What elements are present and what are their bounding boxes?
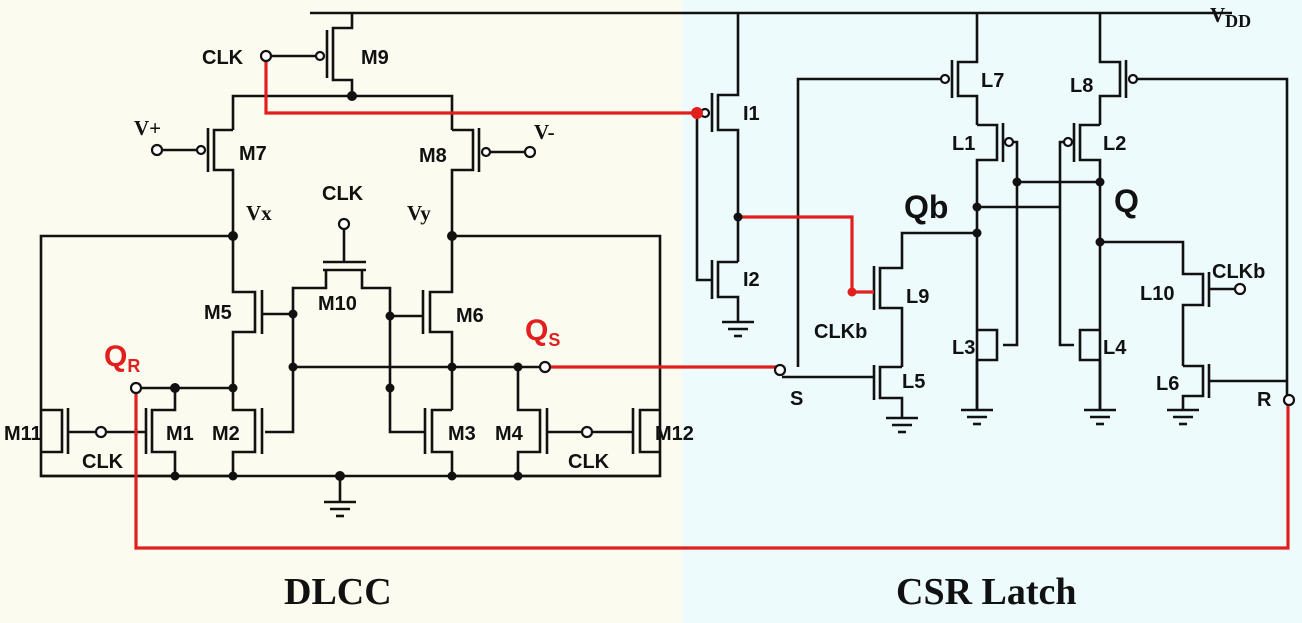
latch-wires xyxy=(695,13,1289,434)
vdd-label: V xyxy=(1210,3,1225,27)
l5-label: L5 xyxy=(902,371,925,393)
l1-label: L1 xyxy=(952,133,975,155)
m2-label: M2 xyxy=(212,423,240,445)
junction-dots xyxy=(170,91,1105,481)
l9-label: L9 xyxy=(906,286,929,308)
r-label: R xyxy=(1257,389,1272,411)
l6-label: L6 xyxy=(1156,373,1179,395)
vdd-subscript: DD xyxy=(1225,11,1251,31)
m6-label: M6 xyxy=(456,305,484,327)
clk-left-label: CLK xyxy=(82,451,124,473)
clk-top-label: CLK xyxy=(202,47,244,69)
red-connections xyxy=(134,56,1290,550)
terminals xyxy=(94,49,1296,439)
labels: VDD CLK M9 V+ M7 M8 V- Vx Vy CLK M5 M6 M… xyxy=(4,3,1272,613)
vx-label: Vx xyxy=(246,201,272,225)
dlcc-wires xyxy=(39,11,1232,518)
qb-label: Qb xyxy=(904,189,948,225)
m10-label: M10 xyxy=(318,293,357,315)
svg-text:VDD: VDD xyxy=(1210,3,1251,31)
m7-label: M7 xyxy=(239,143,267,165)
i1-label: I1 xyxy=(743,103,760,125)
svg-text:QR: QR xyxy=(104,340,140,376)
l10-label: L10 xyxy=(1140,283,1174,305)
v-minus-label: V- xyxy=(534,120,555,144)
q-label: Q xyxy=(1114,183,1139,219)
clk-mid-label: CLK xyxy=(322,183,364,205)
m4-label: M4 xyxy=(495,423,524,445)
dlcc-background xyxy=(0,0,682,623)
m12-label: M12 xyxy=(655,423,694,445)
qr-subscript: R xyxy=(127,356,140,376)
m8-label: M8 xyxy=(419,145,447,167)
dlcc-title: DLCC xyxy=(284,571,392,613)
latch-background xyxy=(682,0,1302,623)
i2-label: I2 xyxy=(743,269,760,291)
clkb-left-label: CLKb xyxy=(814,321,867,343)
qs-label: Q xyxy=(525,314,548,347)
m1-label: M1 xyxy=(166,423,194,445)
s-label: S xyxy=(790,388,803,410)
clkb-right-label: CLKb xyxy=(1212,261,1265,283)
l7-label: L7 xyxy=(981,70,1004,92)
svg-text:QS: QS xyxy=(525,314,560,350)
l3-label: L3 xyxy=(952,337,975,359)
csr-latch-title: CSR Latch xyxy=(896,571,1077,613)
v-plus-label: V+ xyxy=(134,116,161,140)
clk-right-label: CLK xyxy=(568,451,610,473)
m3-label: M3 xyxy=(448,423,476,445)
l4-label: L4 xyxy=(1103,337,1127,359)
vy-label: Vy xyxy=(407,201,431,225)
m5-label: M5 xyxy=(204,302,232,324)
l2-label: L2 xyxy=(1103,133,1126,155)
l8-label: L8 xyxy=(1070,75,1093,97)
qr-label: Q xyxy=(104,340,127,373)
m11-label: M11 xyxy=(4,423,42,445)
qs-subscript: S xyxy=(548,330,560,350)
m9-label: M9 xyxy=(361,47,389,69)
